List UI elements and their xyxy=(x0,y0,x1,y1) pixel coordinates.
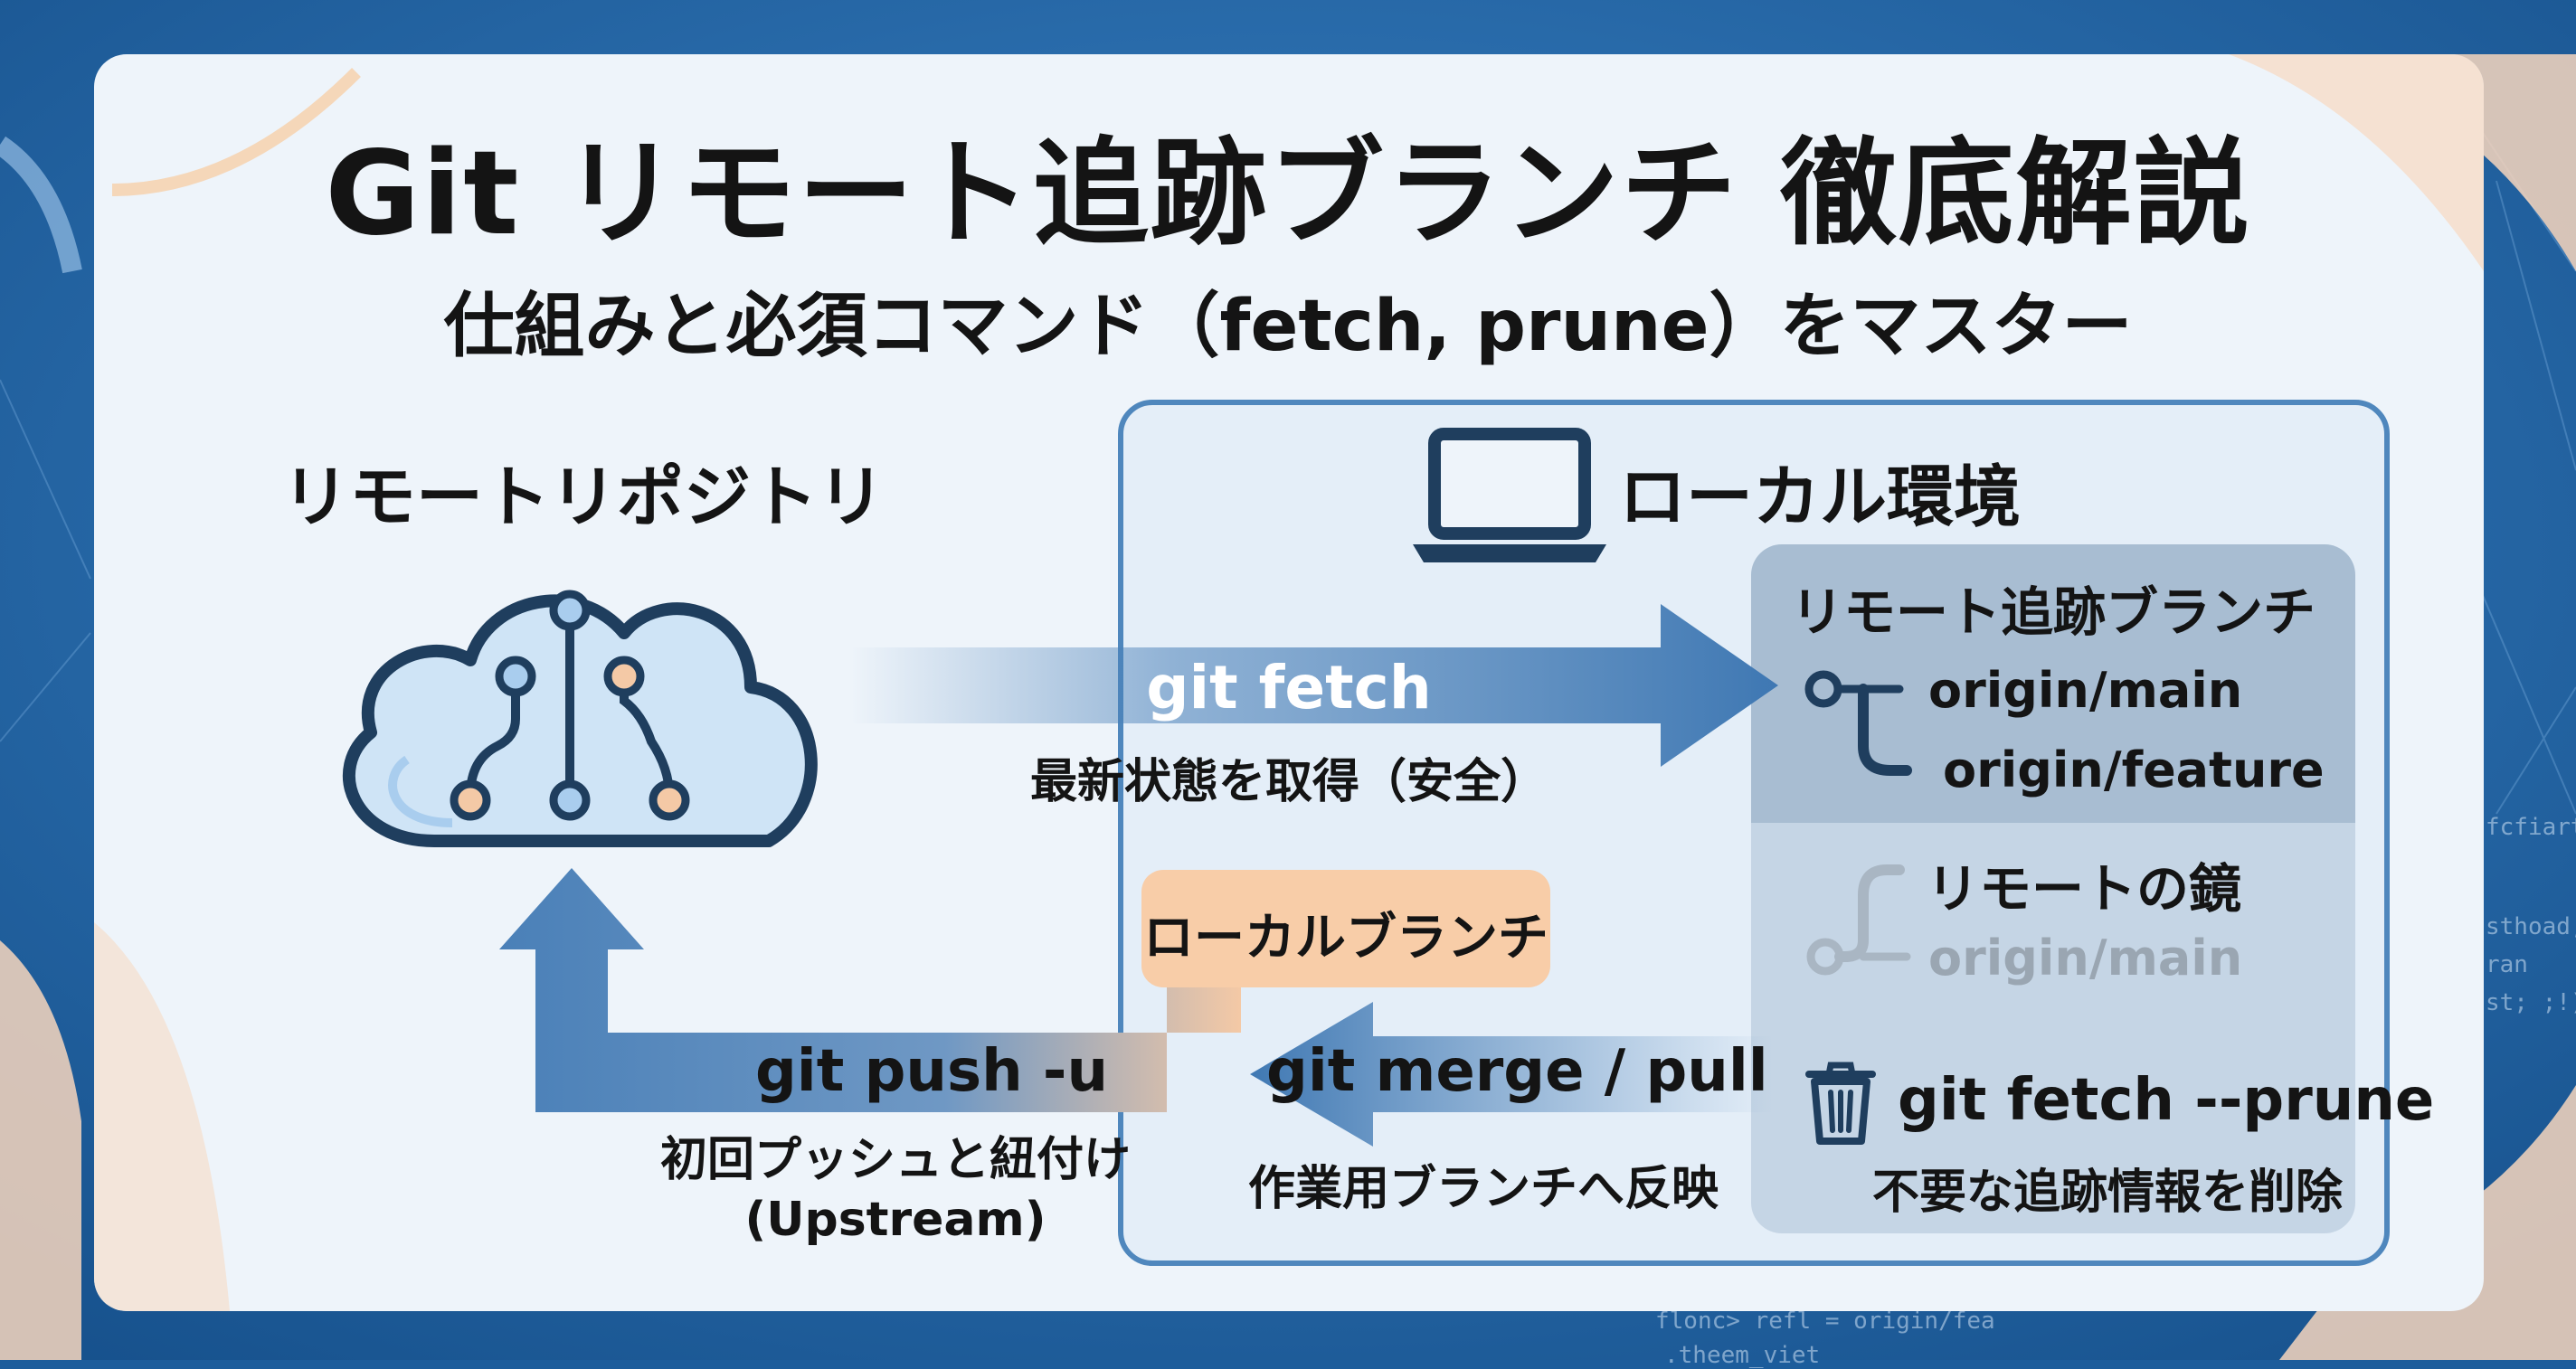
local-environment-label: ローカル環境 xyxy=(1619,458,2021,536)
page-subtitle: 仕組みと必須コマンド（fetch, prune）をマスター xyxy=(443,286,2133,367)
merge-arrow xyxy=(1250,1002,1773,1147)
trash-icon xyxy=(1805,1062,1876,1145)
merge-description: 作業用ブランチへ反映 xyxy=(1247,1162,1719,1216)
faded-branch-icon xyxy=(1806,864,1911,976)
bg-code-4: st; ;!) xyxy=(2486,989,2576,1016)
cloud-network-icon xyxy=(342,590,818,847)
bg-code-2: sthoad; xyxy=(2486,913,2576,940)
push-label: git push -u xyxy=(754,1038,1109,1105)
mirror-branch-main: origin/main xyxy=(1928,930,2243,987)
fetch-description: 最新状態を取得（安全） xyxy=(1029,755,1548,809)
tracking-branch-panel-header xyxy=(1751,544,2355,823)
fetch-arrow xyxy=(850,604,1778,767)
push-arrow xyxy=(499,868,1241,1112)
prune-label: git fetch --prune xyxy=(1898,1067,2435,1134)
local-branch-box xyxy=(1141,870,1550,987)
local-branch-label: ローカルブランチ xyxy=(1143,909,1548,968)
tracking-branch-feature: origin/feature xyxy=(1943,741,2325,798)
fetch-label: git fetch xyxy=(1146,653,1432,722)
mirror-title: リモートの鏡 xyxy=(1927,858,2242,920)
bg-code-3: ran xyxy=(2486,951,2528,978)
prune-description: 不要な追跡情報を削除 xyxy=(1871,1166,2343,1220)
push-description: 初回プッシュと紐付け (Upstream) xyxy=(615,1130,1176,1250)
merge-label: git merge / pull xyxy=(1266,1038,1768,1105)
bg-code-5: flonc> refl = origin/fea xyxy=(1655,1308,1995,1335)
local-environment-panel xyxy=(1118,400,2390,1266)
bg-code-1: fcfiartld) xyxy=(2486,814,2576,841)
push-description-line1: 初回プッシュと紐付け xyxy=(659,1133,1131,1187)
tracking-branch-title: リモート追跡ブランチ xyxy=(1790,581,2316,643)
branch-icon xyxy=(1804,670,1912,776)
remote-repository-label: リモートリポジトリ xyxy=(282,458,885,536)
push-description-line2: (Upstream) xyxy=(744,1193,1046,1247)
tracking-branch-main: origin/main xyxy=(1928,662,2243,719)
card-decoration xyxy=(94,54,2484,1311)
laptop-icon xyxy=(1413,428,1606,562)
page-title: Git リモート追跡ブランチ 徹底解説 xyxy=(325,127,2251,261)
